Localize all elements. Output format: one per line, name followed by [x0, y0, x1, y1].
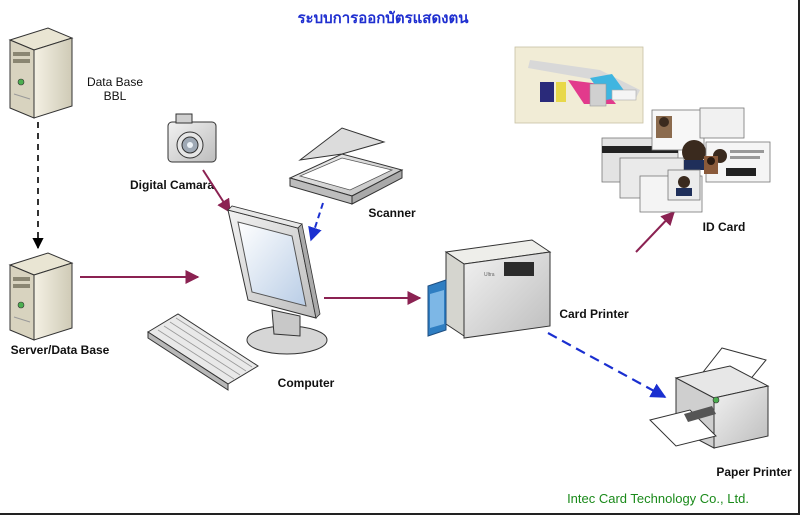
- computer-label: Computer: [278, 376, 335, 390]
- scanner-icon: [288, 127, 404, 205]
- scanner-label: Scanner: [368, 206, 416, 220]
- scanner-to-computer-dashed-arrow: [308, 202, 324, 242]
- server-icon: [8, 252, 74, 341]
- camera-label: Digital Camara: [130, 178, 214, 192]
- company-footer: Intec Card Technology Co., Ltd.: [567, 491, 749, 506]
- camera-to-computer-arrow: [202, 169, 231, 214]
- paper-printer-label: Paper Printer: [716, 465, 792, 479]
- card-printer-to-id-card-arrow: [635, 210, 675, 253]
- svg-text:Ultra: Ultra: [484, 272, 495, 278]
- digital-camera-icon: [167, 113, 217, 163]
- keyboard-icon: [147, 313, 259, 391]
- database-server-icon: [8, 27, 74, 119]
- paper-printer-icon: [649, 347, 770, 449]
- printer-ribbon-image: [514, 46, 644, 124]
- card-printer-icon: Ultra: [427, 239, 552, 339]
- id-card-label: ID Card: [703, 220, 746, 234]
- server-label: Server/Data Base: [11, 343, 110, 357]
- database-bbl-label-line1: Data Base: [87, 75, 143, 89]
- diagram-title: ระบบการออกบัตรแสดงตน: [297, 9, 469, 27]
- card-printer-label: Card Printer: [559, 307, 629, 321]
- card-printer-to-paper-printer-dashed-arrow: [547, 332, 667, 398]
- computer-monitor-icon: [227, 205, 328, 355]
- database-bbl-label-line2: BBL: [104, 89, 127, 103]
- id-card-stack-image: [601, 107, 771, 213]
